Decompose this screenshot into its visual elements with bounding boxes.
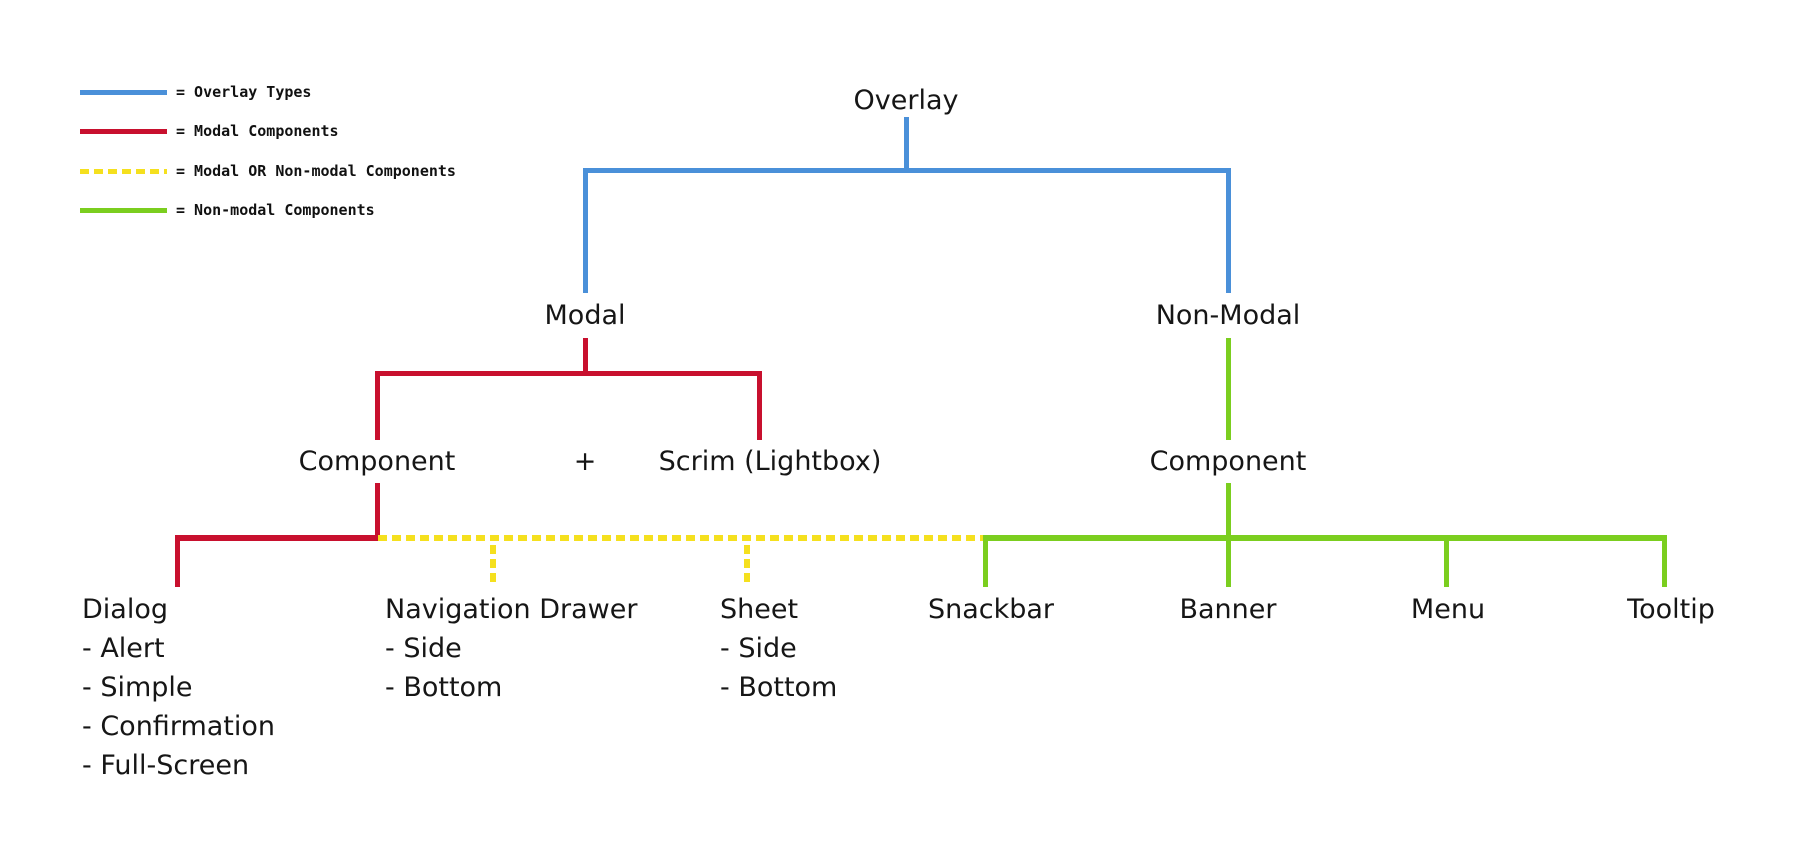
edge-modal-bar	[375, 371, 762, 376]
legend-swatch-overlay-types	[80, 89, 167, 95]
dialog-subitem: - Full-Screen	[82, 750, 250, 781]
sheet-group: Sheet - Side - Bottom	[720, 590, 837, 707]
dialog-group: Dialog - Alert - Simple - Confirmation -…	[82, 590, 275, 785]
legend-swatch-modal-components	[80, 128, 167, 134]
edge-snackbar-leg	[983, 535, 988, 587]
node-dialog: Dialog	[82, 594, 168, 625]
legend-label: = Non-modal Components	[176, 201, 375, 219]
edge-modal-component-drop	[375, 483, 380, 540]
edge-menu-leg	[1444, 535, 1449, 587]
edge-navigation-drawer-leg	[490, 545, 496, 587]
node-modal-component: Component	[298, 446, 456, 477]
edge-overlay-stub	[904, 117, 909, 170]
sheet-subitem: - Bottom	[720, 672, 838, 703]
edge-non-modal-leg	[1226, 168, 1231, 293]
plus-sign: +	[573, 446, 597, 477]
node-banner: Banner	[1179, 594, 1277, 625]
node-scrim: Scrim (Lightbox)	[658, 446, 882, 477]
edge-tooltip-leg	[1662, 535, 1667, 587]
legend-item: = Overlay Types	[80, 82, 311, 102]
edge-dialog-leg	[175, 535, 180, 587]
node-modal: Modal	[544, 300, 626, 331]
edge-modal-leg	[583, 168, 588, 293]
node-menu: Menu	[1410, 594, 1486, 625]
edge-modal-stub	[583, 338, 588, 375]
dialog-subitem: - Alert	[82, 633, 165, 664]
legend-item: = Modal Components	[80, 121, 339, 141]
node-nonmodal-component: Component	[1149, 446, 1307, 477]
legend-swatch-nonmodal-components	[80, 207, 167, 213]
navigation-drawer-subitem: - Bottom	[385, 672, 503, 703]
edge-connector-red	[175, 535, 378, 541]
node-navigation-drawer: Navigation Drawer	[385, 594, 638, 625]
legend-item: = Non-modal Components	[80, 200, 375, 220]
legend-label: = Modal OR Non-modal Components	[176, 162, 456, 180]
edge-nonmodal-component-stub	[1226, 338, 1231, 440]
node-snackbar: Snackbar	[927, 594, 1055, 625]
edge-connector-yellow-dashed	[378, 535, 983, 541]
legend-item: = Modal OR Non-modal Components	[80, 161, 456, 181]
navigation-drawer-group: Navigation Drawer - Side - Bottom	[385, 590, 637, 707]
dialog-subitem: - Simple	[82, 672, 193, 703]
edge-scrim-leg	[757, 371, 762, 440]
navigation-drawer-subitem: - Side	[385, 633, 462, 664]
edge-modal-component-leg	[375, 371, 380, 440]
edge-connector-green	[983, 535, 1667, 541]
node-sheet: Sheet	[720, 594, 799, 625]
dialog-subitem: - Confirmation	[82, 711, 276, 742]
node-overlay: Overlay	[853, 85, 959, 116]
sheet-subitem: - Side	[720, 633, 797, 664]
legend-label: = Overlay Types	[176, 83, 312, 101]
node-non-modal: Non-Modal	[1155, 300, 1301, 331]
node-tooltip: Tooltip	[1627, 594, 1715, 625]
edge-sheet-leg	[744, 545, 750, 587]
legend-label: = Modal Components	[176, 122, 339, 140]
legend-swatch-modal-or-nonmodal	[80, 168, 167, 174]
edge-overlay-bar	[583, 168, 1231, 173]
